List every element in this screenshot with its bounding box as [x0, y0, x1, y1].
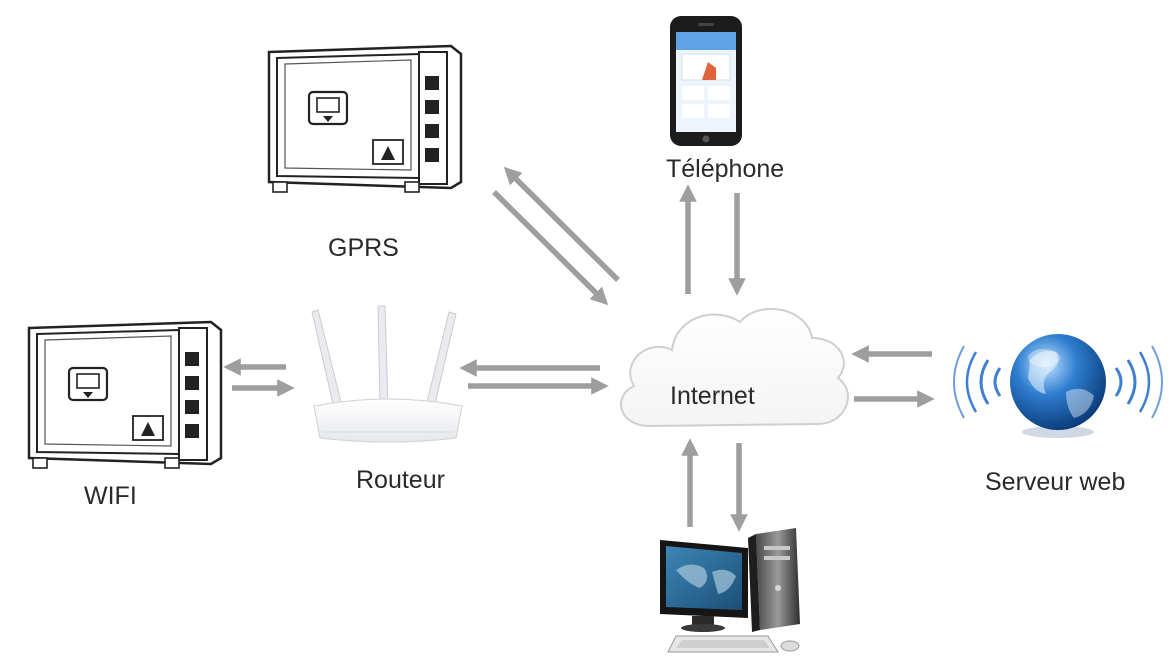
- globe-icon: [953, 334, 1163, 438]
- gprs-inverter-icon: [267, 44, 463, 194]
- arrow-internet-to-gprs: [503, 166, 620, 282]
- connection-arrows: [223, 166, 935, 532]
- router-label: Routeur: [356, 466, 445, 494]
- wifi-inverter-icon: [27, 320, 223, 470]
- wifi-router-icon: [311, 305, 463, 443]
- gprs-label: GPRS: [328, 234, 399, 262]
- wifi-label: WIFI: [84, 482, 137, 510]
- server-label: Serveur web: [985, 468, 1126, 496]
- cloud-icon: [619, 308, 849, 428]
- smartphone-icon: [670, 16, 742, 146]
- arrow-gprs-to-internet: [492, 190, 609, 306]
- desktop-computer-icon: [660, 528, 800, 653]
- internet-label: Internet: [670, 382, 755, 410]
- phone-label: Téléphone: [666, 155, 785, 183]
